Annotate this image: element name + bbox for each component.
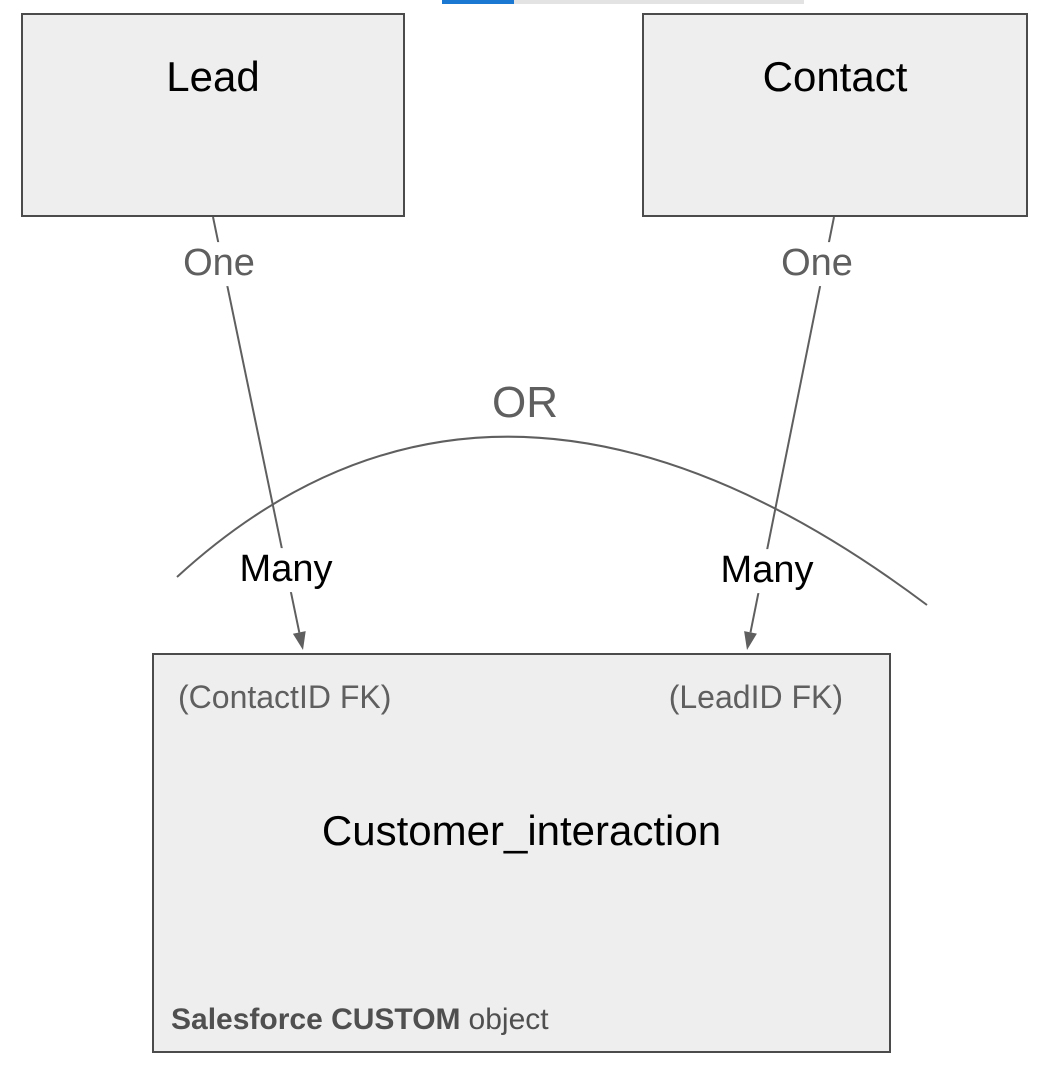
contact-entity-box: Contact [642,13,1028,217]
lead-cardinality-one-label: One [178,242,260,286]
lead-cardinality-many-label: Many [234,548,338,592]
inactive-tab[interactable] [514,0,804,4]
or-label: OR [487,377,563,429]
custom-object-footer-regular: object [468,1003,549,1036]
lead-entity-box: Lead [21,13,405,217]
fk-contact-label: (ContactID FK) [178,679,392,715]
fk-lead-label: (LeadID FK) [668,679,843,715]
custom-object-footer-bold: Salesforce CUSTOM [171,1003,461,1036]
lead-entity-label: Lead [166,53,260,100]
contact-cardinality-many-label: Many [715,549,819,593]
active-tab-indicator[interactable] [442,0,514,4]
contact-arrowhead-icon [744,631,757,650]
custom-object-title: Customer_interaction [321,807,722,854]
lead-arrowhead-icon [292,631,306,650]
custom-object-box: (ContactID FK) (LeadID FK) Customer_inte… [152,653,891,1053]
contact-cardinality-one-label: One [776,242,858,286]
contact-entity-label: Contact [762,53,908,100]
